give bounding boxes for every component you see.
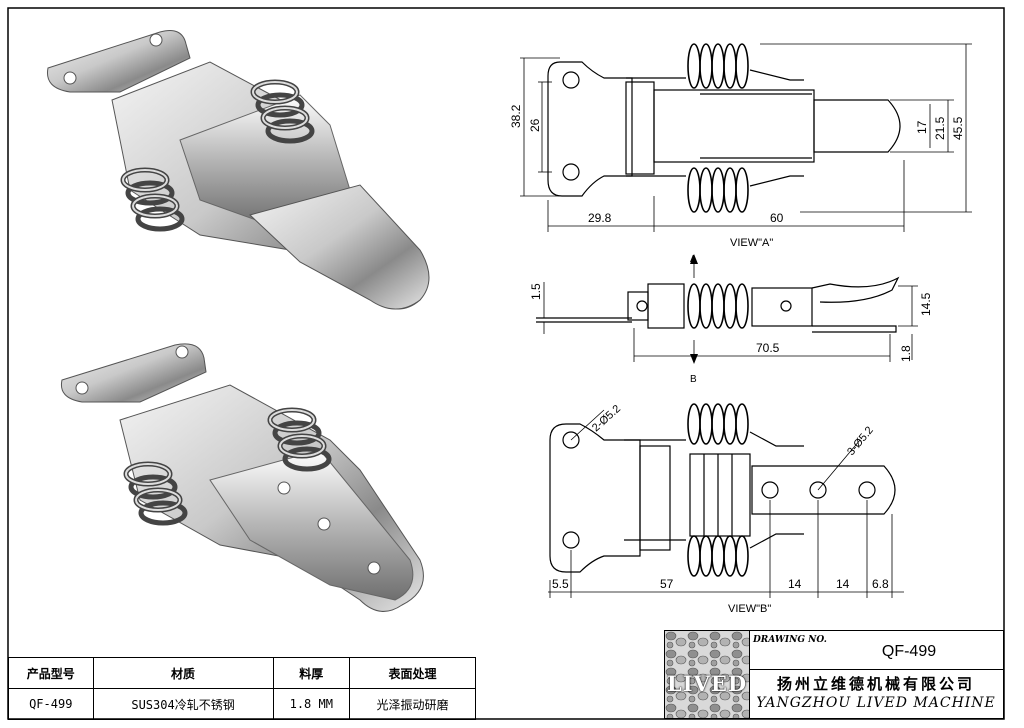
- top-view: [547, 43, 901, 213]
- dim-14-b: 14: [836, 577, 850, 591]
- side-view-dimensions: [543, 256, 918, 362]
- top-view-dimensions: [520, 43, 972, 232]
- bottom-view: [549, 403, 896, 577]
- dim-21-5: 21.5: [933, 116, 947, 140]
- dim-3-holes: 3-Ø5.2: [845, 424, 876, 457]
- dim-57: 57: [660, 577, 674, 591]
- company-logo: LIVED: [665, 631, 750, 718]
- side-view: [536, 276, 900, 333]
- dim-14-a: 14: [788, 577, 802, 591]
- dim-1-8: 1.8: [899, 345, 913, 362]
- spec-value-thickness: 1.8 MM: [272, 688, 351, 720]
- spec-value-model: QF-499: [8, 688, 94, 720]
- sheet-border: [7, 7, 1005, 720]
- spec-table-row: QF-499 SUS304冷轧不锈钢 1.8 MM 光泽振动研磨: [8, 688, 476, 720]
- latch-render-bottom: [60, 343, 424, 612]
- title-block: LIVED DRAWING NO. QF-499 扬州立维德机械有限公司 YAN…: [664, 630, 1004, 719]
- dim-45-5: 45.5: [951, 116, 965, 140]
- spec-value-finish: 光泽振动研磨: [349, 688, 476, 720]
- view-a-label: VIEW"A": [730, 237, 773, 249]
- latch-render-closed: [46, 30, 430, 310]
- dim-14-5: 14.5: [919, 292, 933, 316]
- arrow-a-label: A: [690, 254, 697, 265]
- spec-table: 产品型号 材质 料厚 表面处理 QF-499 SUS304冷轧不锈钢 1.8 M…: [8, 657, 476, 720]
- bottom-view-dimensions: [548, 409, 904, 598]
- stone-texture: [665, 631, 749, 718]
- dim-5-5: 5.5: [552, 577, 569, 591]
- dim-26: 26: [528, 118, 542, 132]
- dim-38-2: 38.2: [509, 104, 523, 128]
- dim-17: 17: [915, 120, 929, 134]
- spec-header-material: 材质: [92, 657, 274, 689]
- spec-header-model: 产品型号: [8, 657, 94, 689]
- arrow-b-label: B: [690, 374, 697, 385]
- spec-table-header: 产品型号 材质 料厚 表面处理: [8, 657, 476, 689]
- dim-29-8: 29.8: [588, 211, 612, 225]
- spec-header-finish: 表面处理: [349, 657, 476, 689]
- dim-1-5: 1.5: [529, 283, 543, 300]
- spec-value-material: SUS304冷轧不锈钢: [92, 688, 274, 720]
- company-name-cn: 扬州立维德机械有限公司: [776, 675, 975, 693]
- title-divider: [749, 669, 1003, 670]
- dim-6-8: 6.8: [872, 577, 889, 591]
- company-name-en: YANGZHOU LIVED MACHINE: [756, 695, 996, 711]
- arrow-b-icon: [690, 354, 698, 364]
- drawing-number: QF-499: [881, 643, 937, 660]
- logo-text: LIVED: [666, 671, 748, 696]
- drawing-no-label: DRAWING NO.: [753, 635, 827, 645]
- view-b-label: VIEW"B": [728, 603, 771, 615]
- arrow-a-icon: [690, 254, 698, 264]
- dim-70-5: 70.5: [756, 341, 780, 355]
- dim-60: 60: [770, 211, 784, 225]
- spec-header-thickness: 料厚: [272, 657, 351, 689]
